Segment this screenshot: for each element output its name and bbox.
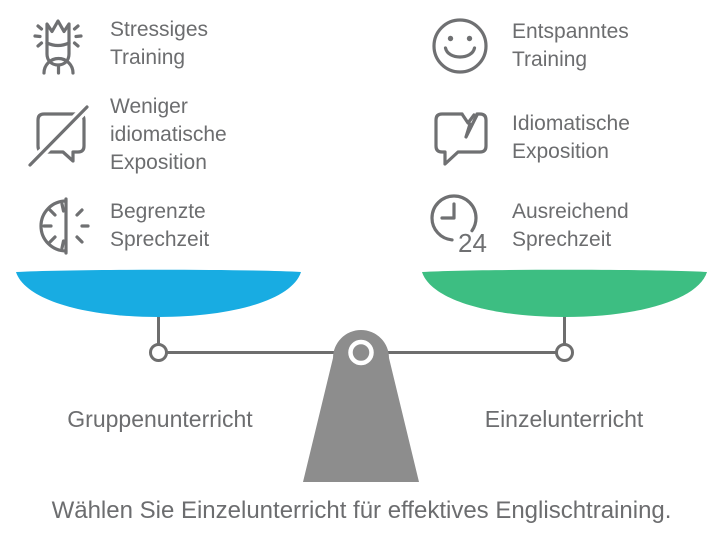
clock-24-number: 24	[458, 228, 487, 258]
list-item: 24 Ausreichend Sprechzeit	[428, 194, 677, 258]
right-side-label: Einzelunterricht	[484, 406, 644, 432]
half-clock-icon	[26, 194, 90, 258]
list-item: Begrenzte Sprechzeit	[26, 194, 275, 258]
no-speech-bubble-icon	[26, 103, 90, 167]
pivot-ring	[348, 339, 374, 366]
list-item: Entspanntes Training	[428, 14, 677, 78]
fulcrum	[303, 330, 419, 482]
list-item-label: Idiomatische Exposition	[512, 112, 630, 163]
list-item: Weniger idiomatische Exposition	[26, 93, 275, 177]
list-item: Idiomatische Exposition	[428, 106, 677, 170]
list-item-label: Entspanntes Training	[512, 20, 629, 71]
left-side-label: Gruppenunterricht	[67, 406, 253, 432]
right-pan	[422, 269, 707, 317]
speech-bubble-lightning-icon	[428, 106, 492, 170]
stressed-person-icon	[26, 12, 90, 76]
list-item-label: Ausreichend Sprechzeit	[512, 200, 629, 251]
list-item-label: Begrenzte Sprechzeit	[110, 200, 210, 251]
smiley-face-icon	[428, 14, 492, 78]
list-item-label: Stressiges Training	[110, 18, 209, 69]
right-hanger-circle	[555, 343, 574, 362]
left-pan	[16, 269, 301, 317]
list-item-label: Weniger idiomatische Exposition	[110, 95, 227, 174]
clock-24-icon: 24	[428, 194, 492, 258]
list-item: Stressiges Training	[26, 12, 275, 76]
left-hanger-circle	[149, 343, 168, 362]
caption-text: Wählen Sie Einzelunterricht für effektiv…	[51, 497, 672, 524]
